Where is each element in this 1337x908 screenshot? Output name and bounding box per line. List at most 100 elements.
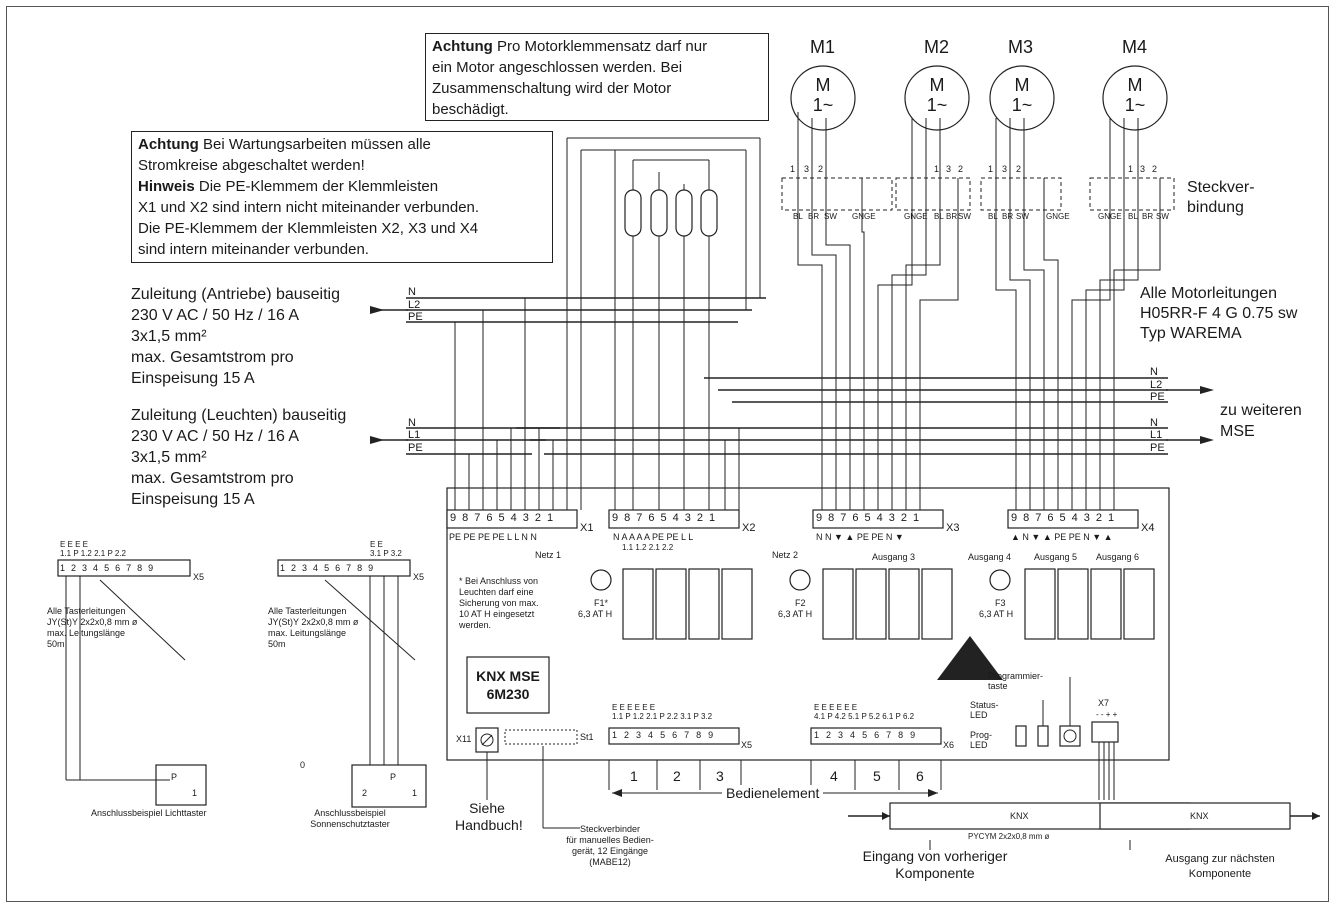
terminal-number: 3 <box>522 512 535 524</box>
m2-sw: SW <box>958 212 971 221</box>
x4-numbers: 987654321 <box>1011 512 1120 525</box>
out-wire-pe-top: PE <box>1150 391 1165 403</box>
supply-drives-line: 230 V AC / 50 Hz / 16 A <box>131 307 300 324</box>
terminal-number: 5 <box>864 512 877 524</box>
ex-left-p: P <box>171 772 178 782</box>
x11-st1 <box>475 727 580 829</box>
x2-pin-labels: N A A A A PE PE L L <box>613 532 694 542</box>
cables-line: Alle Motorleitungen <box>1140 285 1277 302</box>
cable-line: max. Leitungslänge <box>268 628 347 638</box>
m4-pin-3: 3 <box>1140 164 1146 174</box>
out-wire-pe-bottom: PE <box>1150 442 1165 454</box>
further-line: MSE <box>1220 423 1255 440</box>
m2-pin-1: 1 <box>934 164 940 174</box>
m1-pin-1: 1 <box>790 164 796 174</box>
terminal-number: 3 <box>888 512 901 524</box>
x6-numbers: 123456789 <box>814 730 922 741</box>
input-number: 1 <box>612 730 625 740</box>
lights-wire-n: N <box>408 417 416 429</box>
ex-right-top-e: E E <box>370 540 383 549</box>
input-number: 7 <box>886 730 899 740</box>
terminal-x1 <box>446 509 578 529</box>
terminal-number: 5 <box>1059 512 1072 524</box>
cable-line: max. Leitungslänge <box>47 628 126 638</box>
motor-letter: M <box>929 75 945 95</box>
input-number: 9 <box>368 563 380 573</box>
bedienelement-label: Bedienelement <box>722 785 824 802</box>
knx-in-line: Eingang von vorheriger <box>862 848 1008 864</box>
lamp-holders <box>614 150 740 510</box>
device-name: KNX MSE <box>476 668 540 684</box>
input-number: 6 <box>115 563 127 573</box>
motor-label-m4: M4 <box>1122 37 1148 57</box>
terminal-number: 1 <box>547 512 560 524</box>
terminal-number: 6 <box>648 512 661 524</box>
prog-taste-line: taste <box>988 681 1008 691</box>
input-number: 1 <box>60 563 72 573</box>
x3-pin-labels: N N ▼ ▲ PE PE N ▼ <box>816 532 904 542</box>
section-ausgang4: Ausgang 4 <box>968 552 1012 562</box>
m4-pin-2: 2 <box>1152 164 1158 174</box>
m1-pin-2: 2 <box>818 164 824 174</box>
output-bus-lines <box>516 377 1214 455</box>
prog-taste-label: Programmier- taste <box>988 671 1043 691</box>
input-number: 4 <box>313 563 325 573</box>
motor-symbols <box>790 65 1168 131</box>
terminal-number: 3 <box>684 512 697 524</box>
cables-line: H05RR-F 4 G 0.75 sw <box>1140 305 1298 322</box>
fuse-note-line: Sicherung von max. <box>459 598 539 608</box>
input-number: 9 <box>910 730 923 740</box>
drives-wire-l2: L2 <box>408 299 421 311</box>
m4-gnge: GNGE <box>1098 212 1122 221</box>
knx-in-text: Eingang von vorheriger Komponente <box>855 848 1015 882</box>
group-3: 3 <box>716 768 724 784</box>
m1-sw: SW <box>824 212 837 221</box>
m4-pin-1: 1 <box>1128 164 1134 174</box>
out-wire-l2: L2 <box>1150 379 1163 391</box>
lights-wire-l1: L1 <box>408 429 421 441</box>
input-number: 7 <box>684 730 697 740</box>
motor-phase: 1~ <box>926 95 948 115</box>
terminal-number: 4 <box>1071 512 1084 524</box>
fuse-note-line: werden. <box>459 620 492 630</box>
input-number: 5 <box>660 730 673 740</box>
terminal-number: 7 <box>474 512 487 524</box>
terminal-number: 5 <box>498 512 511 524</box>
ex-right-caption: Anschlussbeispiel Sonnenschutztaster <box>300 808 400 830</box>
terminal-number: 2 <box>1095 512 1108 524</box>
group-1: 1 <box>630 768 638 784</box>
terminal-number: 6 <box>486 512 499 524</box>
knx-cable: PYCYM 2x2x0,8 mm ø <box>968 832 1050 841</box>
terminal-number: 8 <box>624 512 637 524</box>
motor-phase: 1~ <box>1124 95 1146 115</box>
x6-input-label: X6 <box>943 740 955 750</box>
drives-wire-n: N <box>408 286 416 298</box>
input-number: 2 <box>71 563 83 573</box>
terminal-number: 1 <box>709 512 722 524</box>
input-number: 3 <box>82 563 94 573</box>
service-warning-line-1: Bei Wartungsarbeiten müssen alle <box>203 136 431 153</box>
terminal-number: 8 <box>1023 512 1036 524</box>
m1-pin-3: 3 <box>804 164 810 174</box>
x6-top-e: E E E E E E <box>814 703 858 712</box>
input-number: 3 <box>838 730 851 740</box>
input-number: 8 <box>696 730 709 740</box>
input-number: 4 <box>850 730 863 740</box>
input-number: 4 <box>93 563 105 573</box>
fuse-f3-rating: 6,3 AT H <box>979 609 1014 619</box>
section-ausgang3: Ausgang 3 <box>872 552 916 562</box>
fuse-f1: F1* <box>594 598 609 608</box>
service-warning-label: Achtung <box>138 136 199 153</box>
supply-lights-text: Zuleitung (Leuchten) bauseitig 230 V AC … <box>131 405 346 510</box>
lights-wire-pe: PE <box>408 442 423 454</box>
m3-sw: SW <box>1016 212 1029 221</box>
terminal-number: 1 <box>1108 512 1121 524</box>
m3-pin-2: 2 <box>1016 164 1022 174</box>
fuse-note-line: Leuchten darf eine <box>459 587 534 597</box>
manual-line: Handbuch! <box>455 817 523 833</box>
diagram-frame <box>6 6 1329 902</box>
motor-cables-text: Alle Motorleitungen H05RR-F 4 G 0.75 sw … <box>1140 284 1297 344</box>
relays <box>622 568 1155 640</box>
